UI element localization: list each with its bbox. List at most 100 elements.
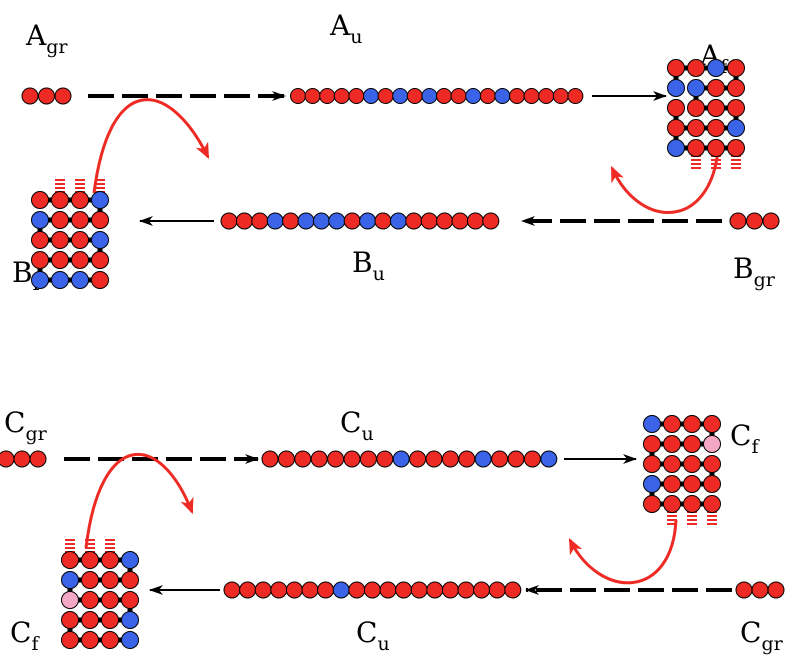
bead	[31, 211, 49, 229]
bead	[235, 212, 253, 230]
bead	[251, 212, 269, 230]
bead	[643, 415, 661, 433]
bead	[332, 581, 350, 599]
bead	[667, 59, 685, 77]
bead	[420, 212, 438, 230]
bead	[392, 88, 409, 104]
bead	[667, 139, 685, 157]
bead	[297, 212, 315, 230]
bead	[61, 571, 79, 589]
bead	[687, 99, 705, 117]
bead	[327, 450, 345, 468]
bead	[101, 591, 119, 609]
bead	[294, 450, 312, 468]
label-c-f-bottom: Cf	[10, 616, 40, 655]
bead	[363, 581, 381, 599]
c-pathway-panel: Cgr Cu Cf Cf Cu Cgr	[0, 406, 785, 655]
folded-structure-c-f-bottom	[61, 539, 139, 649]
bead	[727, 79, 745, 97]
bead	[405, 212, 423, 230]
bead	[663, 495, 681, 513]
bead	[261, 450, 279, 468]
bead	[436, 88, 452, 104]
bead	[266, 212, 284, 230]
bead	[81, 611, 99, 629]
chain-a-gr	[21, 87, 72, 105]
bead	[51, 191, 69, 209]
bead	[509, 88, 525, 104]
bead	[667, 99, 685, 117]
label-c-gr-top: Cgr	[4, 406, 48, 445]
label-c-gr-bottom: Cgr	[740, 616, 784, 655]
bead	[389, 212, 407, 230]
bead	[121, 571, 139, 589]
bead	[421, 88, 438, 104]
bead	[491, 450, 509, 468]
ab-pathway-panel: Agr Au Af Bf Bu Bgr	[12, 9, 780, 295]
bead	[707, 99, 725, 117]
bead	[729, 212, 747, 230]
bead	[507, 450, 525, 468]
bead	[220, 212, 238, 230]
chain-c-u-bottom	[223, 581, 522, 599]
bead	[707, 59, 725, 77]
bead	[71, 271, 89, 289]
label-a-u: Au	[329, 9, 362, 48]
folded-structure-b-f	[31, 179, 109, 289]
bead	[473, 581, 491, 599]
chain-c-gr-top	[0, 450, 47, 468]
red-curved-arrow-c-f-to-c-gr-bottom	[568, 519, 678, 585]
bead	[101, 631, 119, 649]
bead	[643, 475, 661, 493]
bead	[121, 591, 139, 609]
bead	[81, 551, 99, 569]
bead	[494, 88, 511, 104]
bead	[703, 455, 721, 473]
bead	[727, 139, 745, 157]
bead	[21, 87, 39, 105]
label-a-gr: Agr	[25, 19, 68, 58]
bead	[71, 211, 89, 229]
bead	[348, 88, 365, 104]
bead	[683, 455, 701, 473]
bead	[91, 271, 109, 289]
bead	[343, 450, 361, 468]
bead	[54, 87, 72, 105]
bead	[687, 59, 705, 77]
bead	[703, 435, 721, 453]
bead	[488, 581, 506, 599]
bead	[239, 581, 257, 599]
bead	[348, 581, 366, 599]
bead	[359, 212, 377, 230]
bead	[683, 495, 701, 513]
red-curved-arrow-c-f-to-c-gr	[84, 452, 194, 549]
bead	[91, 251, 109, 269]
bead	[0, 450, 15, 468]
bead	[425, 450, 443, 468]
bead	[683, 415, 701, 433]
bead	[121, 611, 139, 629]
bead	[29, 450, 47, 468]
bead	[409, 450, 427, 468]
bead	[363, 88, 379, 104]
bead	[552, 88, 569, 104]
bead	[377, 88, 394, 104]
bead	[663, 455, 681, 473]
bead	[101, 611, 119, 629]
bead	[254, 581, 272, 599]
bead	[523, 88, 540, 104]
bead	[441, 450, 459, 468]
bead	[61, 611, 79, 629]
bead	[410, 581, 428, 599]
bead	[71, 231, 89, 249]
bead	[51, 271, 69, 289]
bead	[540, 450, 558, 468]
bead	[38, 87, 55, 105]
bead	[13, 450, 31, 468]
bead	[31, 191, 49, 209]
bead	[482, 212, 500, 230]
bead	[441, 581, 459, 599]
bead	[703, 495, 721, 513]
bead	[643, 435, 661, 453]
bead	[479, 88, 496, 104]
